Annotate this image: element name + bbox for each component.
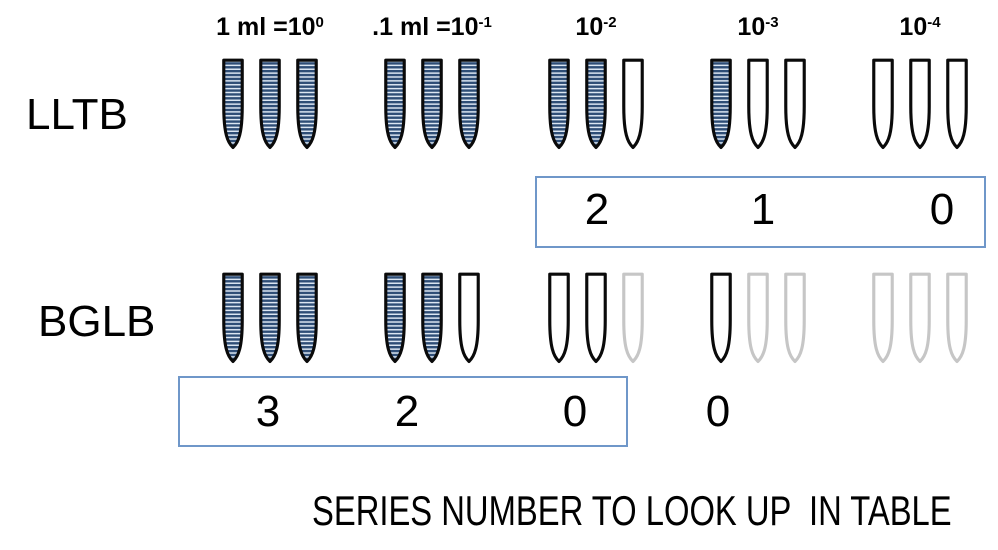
series-number-box-lltb xyxy=(535,176,986,248)
series-number: 2 xyxy=(394,387,420,436)
series-number: 0 xyxy=(929,185,955,234)
dilution-label: 10-4 xyxy=(899,6,940,44)
tube-positive-icon xyxy=(709,58,733,156)
series-number: 3 xyxy=(255,387,281,436)
tube-positive-icon xyxy=(584,58,608,156)
dilution-label: .1 ml =10-1 xyxy=(372,6,492,44)
dilution-label-exponent: -3 xyxy=(765,14,779,31)
tube-negative-icon xyxy=(457,272,481,370)
tube-negative-icon xyxy=(709,272,733,370)
tube-negative-icon xyxy=(584,272,608,370)
series-number-caption: SERIES NUMBER TO LOOK UP IN TABLE xyxy=(312,487,952,534)
series-number: 1 xyxy=(750,185,776,234)
tube-ghost-icon xyxy=(621,272,645,370)
tube-negative-icon xyxy=(783,58,807,156)
tube-positive-icon xyxy=(295,58,319,156)
dilution-label-exponent: -1 xyxy=(478,14,492,31)
tube-negative-icon xyxy=(908,58,932,156)
dilution-label-base: .1 ml =10 xyxy=(372,13,479,41)
tube-negative-icon xyxy=(621,58,645,156)
tube-positive-icon xyxy=(295,272,319,370)
tube-positive-icon xyxy=(420,58,444,156)
dilution-label-exponent: -4 xyxy=(927,14,941,31)
row-label-bglb: BGLB xyxy=(38,297,156,346)
row-label-lltb: LLTB xyxy=(26,90,128,139)
tube-ghost-icon xyxy=(908,272,932,370)
tube-positive-icon xyxy=(547,58,571,156)
tube-negative-icon xyxy=(547,272,571,370)
tube-positive-icon xyxy=(258,272,282,370)
dilution-label-exponent: 0 xyxy=(315,14,324,31)
tube-positive-icon xyxy=(457,58,481,156)
tube-ghost-icon xyxy=(945,272,969,370)
series-number: 0 xyxy=(562,387,588,436)
dilution-label-base: 10 xyxy=(737,13,766,41)
dilution-label-base: 1 ml =10 xyxy=(216,13,316,41)
dilution-label-base: 10 xyxy=(575,13,604,41)
tube-positive-icon xyxy=(258,58,282,156)
tube-ghost-icon xyxy=(871,272,895,370)
series-number-outside-box: 0 xyxy=(705,387,731,436)
tube-ghost-icon xyxy=(783,272,807,370)
tube-negative-icon xyxy=(746,58,770,156)
dilution-label-base: 10 xyxy=(899,13,928,41)
dilution-label: 10-3 xyxy=(737,6,778,44)
tube-positive-icon xyxy=(420,272,444,370)
tube-ghost-icon xyxy=(746,272,770,370)
dilution-label: 1 ml =100 xyxy=(216,6,324,44)
tube-positive-icon xyxy=(383,272,407,370)
tube-positive-icon xyxy=(383,58,407,156)
series-number: 2 xyxy=(584,185,610,234)
tube-negative-icon xyxy=(871,58,895,156)
tube-negative-icon xyxy=(945,58,969,156)
tube-positive-icon xyxy=(221,272,245,370)
series-number-box-bglb xyxy=(178,376,628,447)
dilution-label: 10-2 xyxy=(575,6,616,44)
tube-positive-icon xyxy=(221,58,245,156)
dilution-label-exponent: -2 xyxy=(603,14,617,31)
